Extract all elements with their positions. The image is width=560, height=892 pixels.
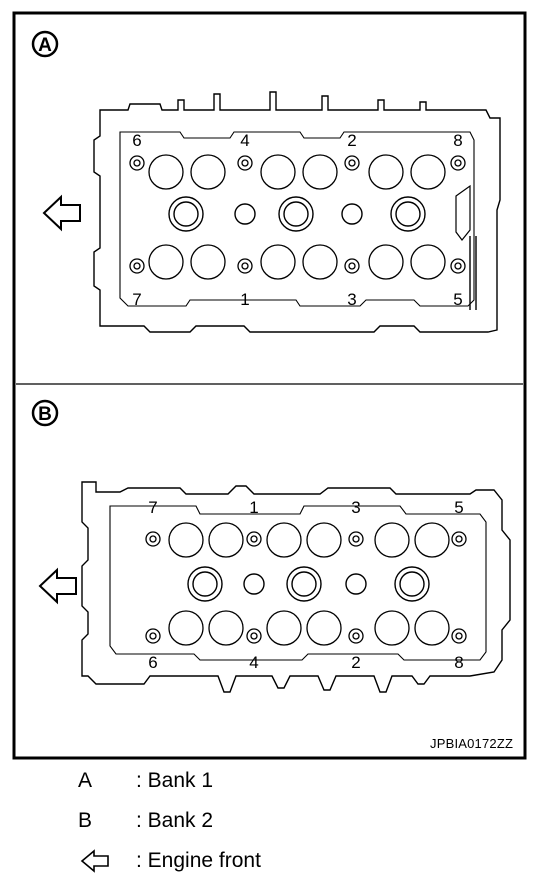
head-bolt-center — [241, 159, 249, 167]
bolt-sequence-label: 7 — [132, 290, 141, 309]
bolt-sequence-label: 2 — [351, 653, 360, 672]
valve — [302, 154, 338, 190]
valve — [190, 244, 226, 280]
valve — [208, 522, 244, 558]
bolt-sequence-label: 2 — [347, 131, 356, 150]
legend-key: B — [78, 809, 93, 832]
bolt-sequence-label: 3 — [351, 498, 360, 517]
spark-plug-boss — [291, 571, 317, 597]
bolt-group — [129, 155, 466, 274]
bolt-sequence-label: 1 — [240, 290, 249, 309]
bolt-sequence-label: 4 — [249, 653, 258, 672]
valve-group — [148, 154, 446, 280]
valve — [306, 522, 342, 558]
spark-plug-boss — [399, 571, 425, 597]
legend-row-bank1: A : Bank 1 — [78, 766, 213, 796]
valve-group — [168, 522, 450, 646]
valve — [148, 244, 184, 280]
valve — [302, 244, 338, 280]
legend-row-bank2: B : Bank 2 — [78, 806, 213, 836]
valve — [410, 244, 446, 280]
spark-plug-group — [187, 566, 430, 602]
valve — [266, 522, 302, 558]
head-bolt-center — [348, 262, 356, 270]
cylinder-head-outline — [81, 481, 511, 693]
bolt-sequence-label: 5 — [454, 498, 463, 517]
head-bolt-center — [454, 262, 462, 270]
valve — [260, 154, 296, 190]
engine-front-arrow-icon — [42, 194, 81, 232]
head-bolt-center — [133, 159, 141, 167]
legend-row-engine-front: : Engine front — [78, 846, 261, 876]
panel-badge-circle — [31, 30, 59, 58]
panel-badge-label: B — [38, 404, 52, 425]
head-bolt-center — [348, 159, 356, 167]
cylinder-head-outline — [93, 91, 501, 333]
valve — [374, 610, 410, 646]
legend-key: A — [78, 769, 93, 792]
figure-reference-code: JPBIA0172ZZ — [430, 736, 514, 751]
valve — [410, 154, 446, 190]
panel-bank2: B — [31, 399, 511, 693]
valve — [260, 244, 296, 280]
valve — [148, 154, 184, 190]
head-bolt-center — [455, 632, 463, 640]
valve — [266, 610, 302, 646]
head-bolt-center — [455, 535, 463, 543]
head-bolt-center — [250, 632, 258, 640]
legend-engine-front-icon — [80, 849, 109, 873]
head-bolt-center — [352, 535, 360, 543]
bolt-sequence-label: 3 — [347, 290, 356, 309]
valve — [374, 522, 410, 558]
head-bolt-center — [133, 262, 141, 270]
panel-badge-circle — [31, 399, 59, 427]
head-bolt-center — [454, 159, 462, 167]
valve — [368, 154, 404, 190]
gasket-boundary — [109, 505, 487, 661]
bolt-sequence-label: 4 — [240, 131, 249, 150]
spark-plug-boss — [192, 571, 218, 597]
valve — [368, 244, 404, 280]
head-bolt-center — [352, 632, 360, 640]
spark-plug-group — [168, 196, 426, 232]
valve — [168, 522, 204, 558]
bolt-sequence-label: 7 — [148, 498, 157, 517]
bolt-sequence-label: 8 — [453, 131, 462, 150]
bolt-sequence-label: 8 — [454, 653, 463, 672]
oil-passage — [345, 573, 367, 595]
bolt-sequence-label: 6 — [148, 653, 157, 672]
figure-border — [12, 11, 527, 760]
bolt-sequence-label: 1 — [249, 498, 258, 517]
spark-plug-boss — [283, 201, 309, 227]
engine-front-arrow-icon — [38, 567, 77, 605]
bolt-sequence-label: 6 — [132, 131, 141, 150]
side-notch — [455, 184, 471, 241]
head-bolt-center — [149, 535, 157, 543]
oil-passage — [341, 203, 363, 225]
valve — [168, 610, 204, 646]
legend-text: : Engine front — [136, 849, 261, 872]
spark-plug-boss — [173, 201, 199, 227]
valve — [208, 610, 244, 646]
oil-passage — [243, 573, 265, 595]
bolt-group — [145, 531, 467, 644]
panel-bank1: A — [31, 30, 501, 333]
legend-text: : Bank 2 — [136, 809, 214, 832]
bolt-sequence-label: 5 — [453, 290, 462, 309]
head-bolt-center — [250, 535, 258, 543]
valve — [190, 154, 226, 190]
gasket-boundary — [119, 131, 475, 307]
panel-badge-label: A — [38, 35, 52, 56]
valve — [306, 610, 342, 646]
oil-passage — [234, 203, 256, 225]
head-bolt-center — [241, 262, 249, 270]
legend-text: : Bank 1 — [136, 769, 214, 792]
head-bolt-center — [149, 632, 157, 640]
valve — [414, 522, 450, 558]
valve — [414, 610, 450, 646]
spark-plug-boss — [395, 201, 421, 227]
